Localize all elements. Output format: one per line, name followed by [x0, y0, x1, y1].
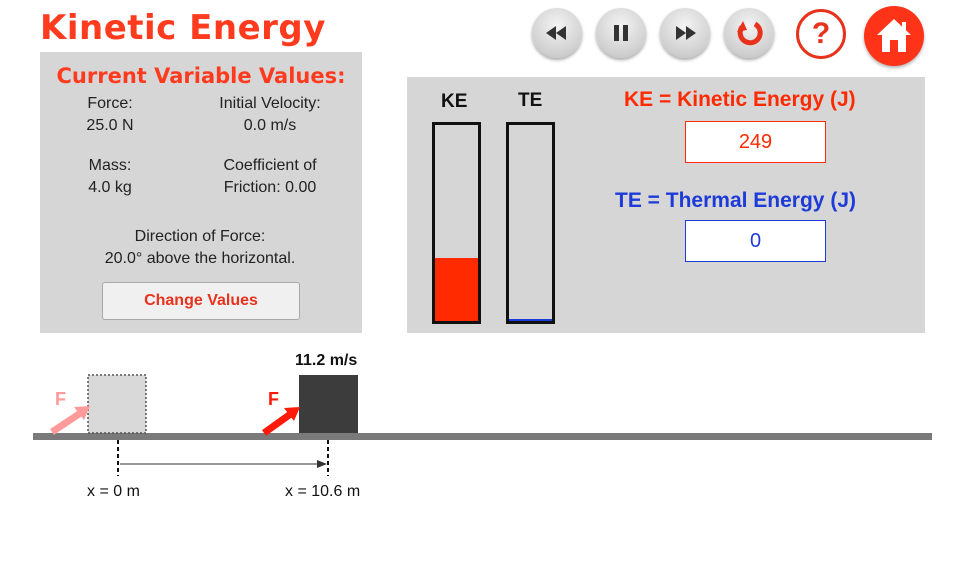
start-block-ghost: [87, 374, 147, 434]
fast-forward-icon: [676, 26, 696, 40]
variables-heading: Current Variable Values:: [56, 64, 346, 88]
ke-bar-label: KE: [441, 91, 468, 112]
te-value-box: 0: [685, 220, 826, 262]
ghost-force-label: F: [55, 389, 66, 409]
force-label-arrow: F: [268, 389, 279, 409]
speed-label: 11.2 m/s: [295, 352, 358, 369]
help-button[interactable]: ?: [796, 9, 846, 59]
reset-button[interactable]: [724, 8, 774, 58]
friction-label: Coefficient of: [223, 157, 317, 174]
energy-panel: KE TE KE = Kinetic Energy (J) 249 TE = T…: [407, 77, 925, 333]
reset-icon: [737, 21, 763, 46]
ghost-force-arrow: [50, 409, 84, 435]
home-button[interactable]: [864, 6, 924, 66]
ghost-force-arrow-head: [74, 406, 90, 420]
pause-button[interactable]: [596, 8, 646, 58]
rewind-icon: [546, 26, 566, 40]
ground-track: [33, 433, 932, 440]
direction-label: Direction of Force:: [134, 228, 266, 245]
ke-equation: KE = Kinetic Energy (J): [624, 88, 856, 111]
force-value: 25.0 N: [86, 117, 134, 134]
mass-label: Mass:: [88, 157, 132, 174]
variable-values-panel: Current Variable Values: Force: 25.0 N I…: [40, 52, 362, 333]
mass-value: 4.0 kg: [88, 179, 132, 196]
direction-value: 20.0° above the horizontal.: [104, 250, 296, 267]
te-bar-fill: [509, 319, 552, 321]
pause-icon: [614, 25, 628, 41]
fast-forward-button[interactable]: [660, 8, 710, 58]
velocity-value: 0.0 m/s: [243, 117, 297, 134]
force-arrow: [261, 410, 295, 436]
home-icon: [877, 19, 911, 52]
moving-block: [299, 375, 358, 433]
force-label: Force:: [87, 95, 133, 112]
force-arrow-head: [284, 407, 300, 421]
help-icon: ?: [811, 17, 831, 50]
velocity-label: Initial Velocity:: [219, 95, 321, 112]
start-position-label: x = 0 m: [87, 483, 140, 500]
change-values-button[interactable]: Change Values: [102, 282, 300, 320]
current-position-label: x = 10.6 m: [285, 483, 361, 500]
te-bar-label: TE: [518, 90, 543, 111]
distance-arrow-head: [317, 460, 327, 468]
ke-bar-fill: [435, 258, 478, 321]
page-title: Kinetic Energy: [40, 8, 326, 48]
te-bar: [506, 122, 555, 324]
friction-value: Friction: 0.00: [223, 179, 317, 196]
rewind-button[interactable]: [532, 8, 582, 58]
ke-bar: [432, 122, 481, 324]
te-equation: TE = Thermal Energy (J): [615, 189, 856, 212]
simulation-scene: [33, 374, 932, 476]
ke-value-box: 249: [685, 121, 826, 163]
